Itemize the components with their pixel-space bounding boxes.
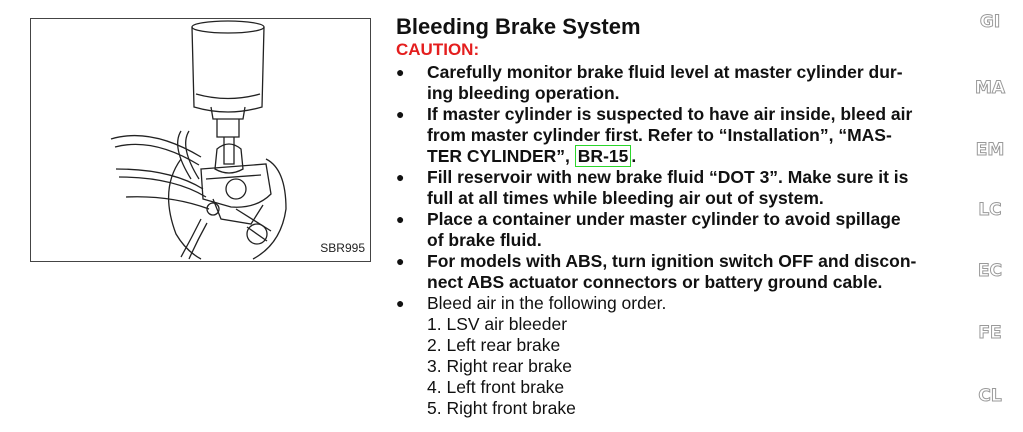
reference-link[interactable]: BR-15 <box>574 145 632 167</box>
section-tabs: GI MA EM LC EC FE CL <box>975 0 1006 432</box>
list-item-text: Carefully monitor brake fluid level at m… <box>427 62 903 103</box>
list-item: ● Place a container under master cylinde… <box>396 209 966 251</box>
list-item-text: For models with ABS, turn ignition switc… <box>427 251 917 292</box>
caution-list: ● Carefully monitor brake fluid level at… <box>396 62 966 314</box>
tab-ec[interactable]: EC <box>977 261 1003 282</box>
step-item: 2. Left rear brake <box>427 335 561 355</box>
tab-cl[interactable]: CL <box>978 386 1002 407</box>
list-item: ● If master cylinder is suspected to hav… <box>396 104 966 167</box>
list-item: ● Carefully monitor brake fluid level at… <box>396 62 966 104</box>
tab-lc[interactable]: LC <box>978 200 1002 221</box>
list-item-text-end: . <box>631 146 637 166</box>
bullet-icon: ● <box>396 295 405 311</box>
list-item: ● For models with ABS, turn ignition swi… <box>396 251 966 293</box>
tab-ma[interactable]: MA <box>975 78 1006 99</box>
bullet-icon: ● <box>396 253 405 269</box>
bleed-order-list: 1. LSV air bleeder 2. Left rear brake 3.… <box>396 314 966 419</box>
step-item: 4. Left front brake <box>427 377 565 397</box>
bullet-icon: ● <box>396 106 405 122</box>
brake-bleeding-illustration <box>110 20 287 260</box>
tab-em[interactable]: EM <box>975 140 1005 161</box>
step-item: 3. Right rear brake <box>427 356 572 376</box>
list-item: ● Bleed air in the following order. <box>396 293 966 314</box>
list-item-text: If master cylinder is suspected to have … <box>427 104 913 166</box>
tab-gi[interactable]: GI <box>979 12 1001 33</box>
figure-code: SBR995 <box>320 241 365 255</box>
caution-heading: CAUTION: <box>396 40 480 59</box>
step-item: 5. Right front brake <box>427 398 576 418</box>
bullet-icon: ● <box>396 211 405 227</box>
list-item-text: Fill reservoir with new brake fluid “DOT… <box>427 167 909 208</box>
list-item-text: Place a container under master cylinder … <box>427 209 901 250</box>
bullet-icon: ● <box>396 169 405 185</box>
tab-fe[interactable]: FE <box>978 323 1002 344</box>
figure-box: SBR995 <box>30 18 371 262</box>
list-item: ● Fill reservoir with new brake fluid “D… <box>396 167 966 209</box>
bullet-icon: ● <box>396 64 405 80</box>
step-item: 1. LSV air bleeder <box>427 314 568 334</box>
list-item-text: Bleed air in the following order. <box>427 293 667 313</box>
main-content: Bleeding Brake System CAUTION: ● Careful… <box>396 14 966 419</box>
page-title: Bleeding Brake System <box>396 14 641 39</box>
